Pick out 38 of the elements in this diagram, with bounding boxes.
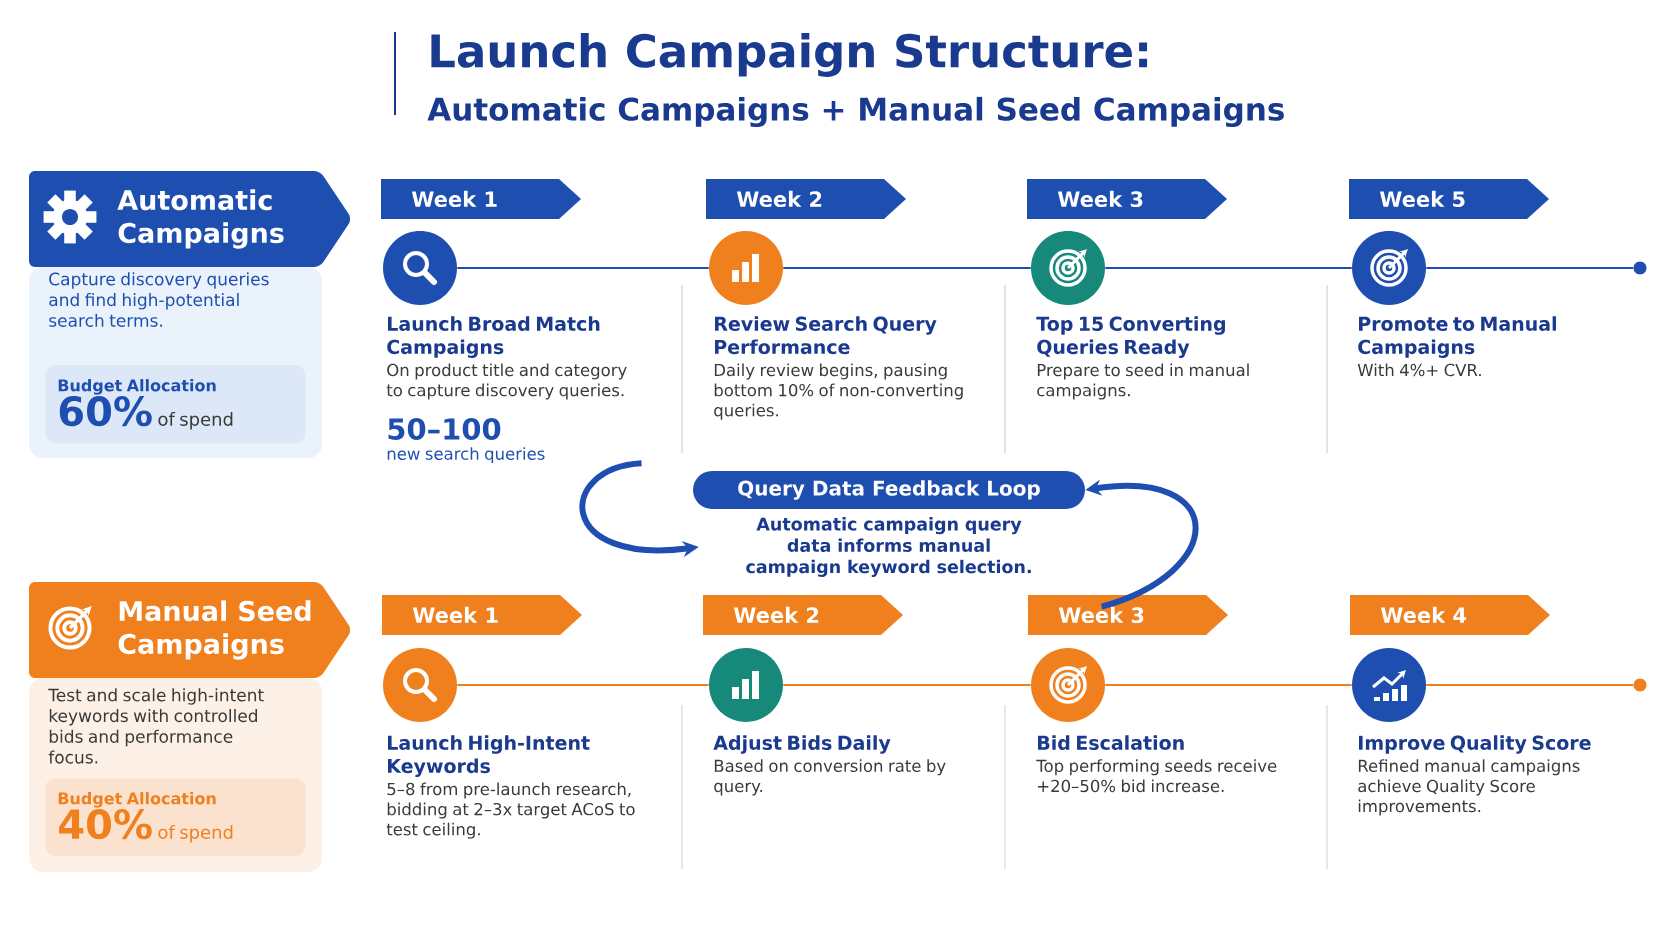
connector-line	[456, 267, 710, 269]
search-icon	[383, 648, 457, 722]
bar-chart-icon	[709, 231, 783, 305]
target-icon	[1031, 648, 1105, 722]
target-icon	[1031, 231, 1105, 305]
growth-chart-icon	[1352, 648, 1426, 722]
week-tag: Week 1	[382, 595, 582, 635]
week-tag: Week 2	[706, 179, 906, 219]
connector-line	[782, 267, 1032, 269]
week-tag: Week 2	[703, 595, 903, 635]
week-tag: Week 5	[1349, 179, 1549, 219]
connector-line	[782, 684, 1032, 686]
bar-chart-icon	[709, 648, 783, 722]
title: Launch Campaign Structure:	[431, 33, 1148, 77]
step-text: Review Search Query Performance Daily review begins, pausing bottom 10% of non-converting queries.	[714, 316, 963, 420]
subtitle: Automatic Campaigns + Manual Seed Campaigns	[427, 96, 1284, 128]
target-icon	[1352, 231, 1426, 305]
step-text: Improve Quality Score Refined manual campaigns achieve Quality Score improvements.	[1358, 735, 1591, 816]
step-text: Bid Escalation Top performing seeds receive +20–50% bid increase.	[1036, 735, 1277, 793]
step-text: Launch Broad Match Campaigns On product title and category to capture discovery queries. 50–100 new search queries	[386, 316, 627, 464]
section-banner: Automatic Campaigns	[29, 171, 351, 267]
step-text: Top 15 Converting Queries Ready Prepare to seed in manual campaigns.	[1036, 316, 1249, 400]
week-tag: Week 1	[381, 179, 581, 219]
note-text: Automatic campaign query data informs manual campaign keyword selection.	[746, 517, 1031, 577]
week-tag: Week 3	[1027, 179, 1227, 219]
week-tag: Week 4	[1350, 595, 1550, 635]
week-tag: Week 3	[1028, 595, 1228, 635]
connector-line	[1425, 684, 1635, 686]
section-banner: Manual Seed Campaigns	[29, 582, 351, 678]
step-text: Promote to Manual Campaigns With 4%+ CVR.	[1357, 316, 1556, 377]
connector-line	[456, 684, 710, 686]
step-text: Adjust Bids Daily Based on conversion rate by query.	[713, 735, 946, 796]
connector-line	[1104, 684, 1353, 686]
connector-line	[1104, 267, 1353, 269]
connector-line	[1425, 267, 1635, 269]
step-text: Launch High-Intent Keywords 5–8 from pre-launch research, bidding at 2–3x target ACoS to test ceiling.	[386, 735, 635, 839]
pill-label: Query Data Feedback Loop	[693, 471, 1085, 509]
search-icon	[383, 231, 457, 305]
